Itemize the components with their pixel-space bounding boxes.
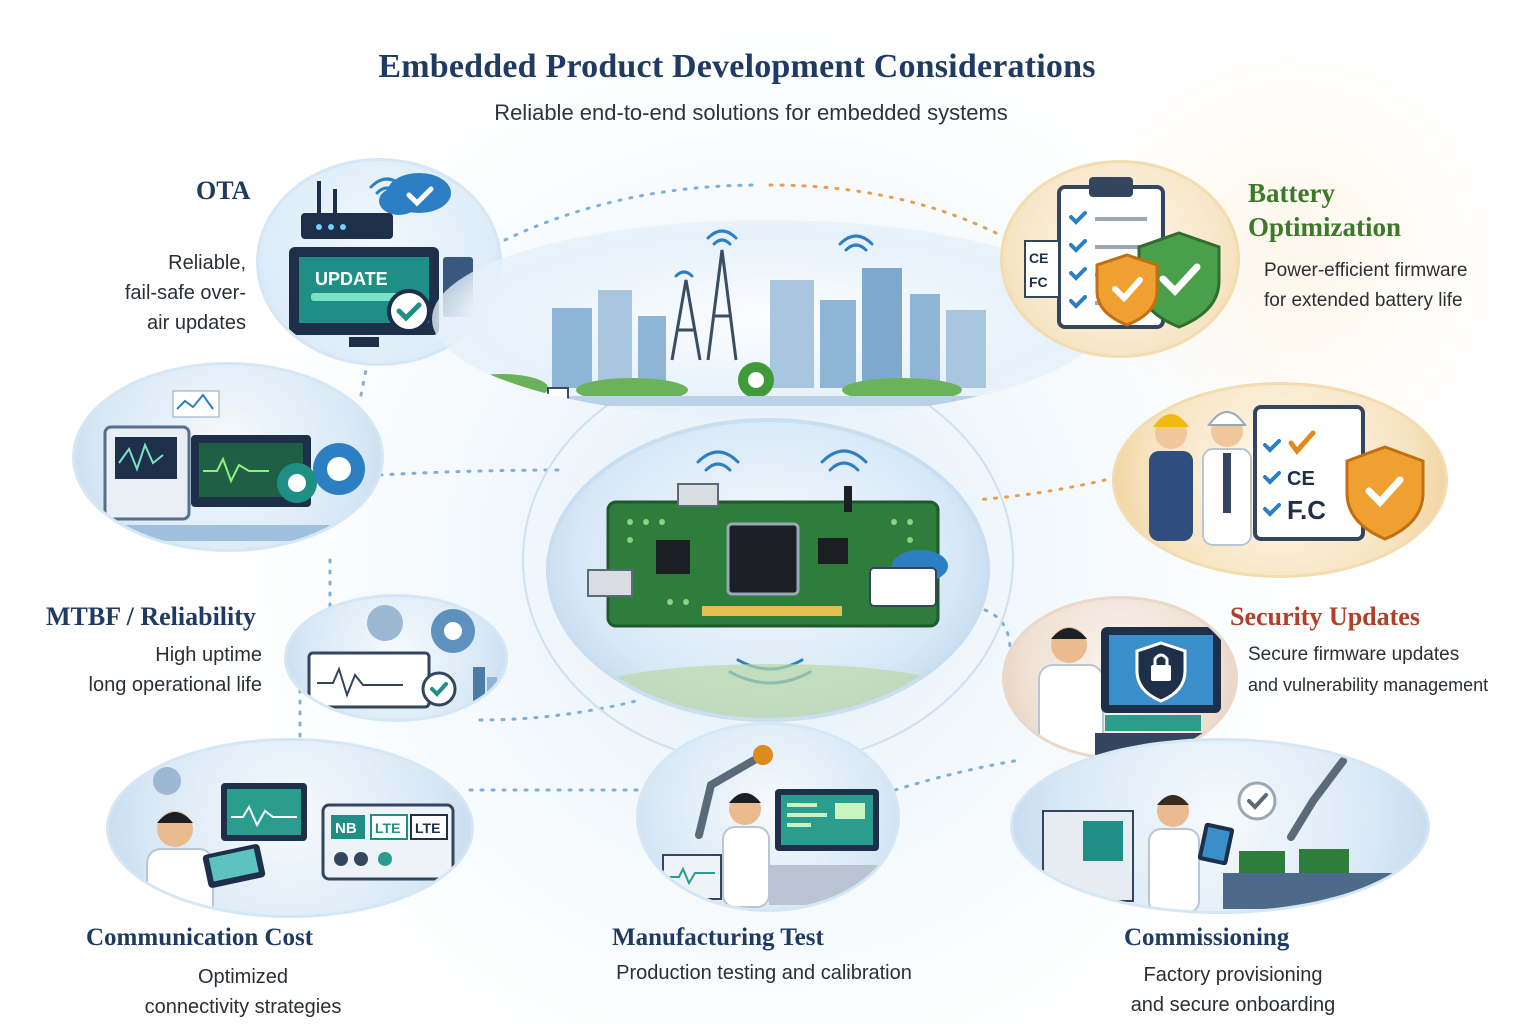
mtbf-title: MTBF / Reliability: [46, 602, 256, 631]
ota-description: Reliable, fail-safe over- air updates: [40, 248, 246, 338]
router-icon: [301, 181, 393, 239]
connector-center-security: [983, 608, 1012, 652]
pcb-illustration: [546, 418, 990, 722]
compliance-marks: CE FC: [1024, 240, 1060, 298]
engineer-icon: [1149, 411, 1252, 546]
monitoring-illustration: [72, 362, 384, 552]
gear-icon: [367, 605, 475, 653]
manufacturing-title: Manufacturing Test: [612, 924, 824, 951]
manufacturing-illustration: [636, 722, 900, 912]
monitor-icon: [775, 789, 879, 851]
gear-icon: [153, 767, 181, 795]
battery-line-1: Power-efficient firmware: [1264, 260, 1468, 281]
cell-tower-icon: [670, 249, 738, 361]
battery-mark-ce: CE: [1029, 250, 1048, 266]
mtbf-illustration: [284, 594, 508, 722]
communication-illustration: NB LTE LTE: [106, 738, 474, 918]
mtbf-description: High uptime long operational life: [40, 640, 262, 700]
connector-mtbf-center-low: [478, 698, 642, 722]
update-screen-text: UPDATE: [315, 269, 388, 289]
battery-illustration: CE FC: [1000, 160, 1240, 358]
battery-title: Battery Optimization: [1248, 176, 1401, 244]
wifi-icon: [674, 229, 874, 278]
robot-arm-icon: [695, 745, 773, 839]
monitor-icon: [221, 783, 307, 841]
engineer-icon: [1038, 627, 1104, 757]
manufacturing-description: Production testing and calibration: [560, 958, 968, 988]
cloud-icon: [869, 550, 948, 607]
battery-description: Power-efficient firmware for extended ba…: [1264, 256, 1526, 316]
commissioning-line-2: and secure onboarding: [1130, 994, 1336, 1016]
connector-mfg-commissioning: [893, 758, 1022, 792]
city-iot-illustration: [432, 220, 1104, 418]
connector-mtbf-center: [378, 468, 562, 477]
commissioning-description: Factory provisioning and secure onboardi…: [1100, 960, 1366, 1020]
communication-title: Communication Cost: [86, 924, 314, 951]
comm-badge-nb: NB: [335, 820, 357, 837]
board-text-fc: F.C: [1287, 495, 1326, 525]
ota-line-3: air updates: [147, 312, 246, 334]
security-description: Secure firmware updates and vulnerabilit…: [1248, 640, 1528, 700]
ota-title: OTA: [196, 176, 251, 205]
mfg-line-1: Production testing and calibration: [616, 962, 912, 984]
page-subtitle: Reliable end-to-end solutions for embedd…: [494, 100, 1008, 125]
board-text-ce: CE: [1287, 468, 1315, 490]
connector-compliance-center: [973, 478, 1107, 502]
lock-icon: [1151, 653, 1171, 681]
commissioning-illustration: [1010, 738, 1430, 914]
security-illustration: [1002, 596, 1238, 760]
checkmark-icon: [1237, 781, 1277, 821]
city-skyline: [552, 268, 986, 388]
security-line-2: and vulnerability management: [1248, 675, 1489, 695]
gear-icon: [738, 362, 774, 398]
server-icon: [103, 425, 191, 521]
network-module: NB LTE LTE: [321, 803, 455, 881]
checkmark-icon: [387, 289, 431, 333]
battery-mark-fc: FC: [1029, 274, 1048, 290]
battery-line-2: for extended battery life: [1264, 290, 1463, 311]
monitor-icon: [307, 651, 431, 709]
battery-title-line-1: Battery: [1248, 178, 1335, 208]
engineer-icon: [1148, 795, 1200, 911]
tablet-icon: [1197, 822, 1235, 866]
machine-rack: [1042, 810, 1134, 902]
compliance-illustration: CE F.C: [1112, 382, 1448, 578]
robot-arm-icon: [1287, 757, 1347, 841]
commissioning-line-1: Factory provisioning: [1143, 964, 1323, 986]
comm-line-1: Optimized: [197, 966, 289, 988]
communication-description: Optimized connectivity strategies: [100, 962, 386, 1022]
shield-icon: [1345, 445, 1425, 541]
tablet-icon: [202, 844, 266, 888]
mtbf-line-2: long operational life: [88, 674, 262, 696]
comm-badge-lte-1: LTE: [375, 820, 400, 836]
mtbf-line-1: High uptime: [155, 644, 262, 666]
chart-icon: [172, 390, 220, 418]
gear-icon: [277, 443, 365, 503]
wifi-icon: [369, 177, 405, 195]
commissioning-title: Commissioning: [1124, 924, 1290, 951]
cloud-icon: [379, 173, 451, 215]
security-line-1: Secure firmware updates: [1248, 644, 1460, 665]
engineer-icon: [722, 793, 770, 908]
pcb-icon: [1239, 849, 1349, 873]
ota-line-2: fail-safe over-: [124, 282, 246, 304]
security-title: Security Updates: [1230, 602, 1420, 631]
checkmark-icon: [421, 671, 457, 707]
comm-line-2: connectivity strategies: [144, 996, 342, 1018]
shield-icon: [1095, 231, 1221, 329]
pcb-icon: [587, 483, 940, 628]
clipboard-icon: CE F.C: [1253, 405, 1365, 541]
ota-line-1: Reliable,: [168, 252, 246, 274]
page-title: Embedded Product Development Considerati…: [378, 48, 1096, 85]
comm-badge-lte-2: LTE: [415, 820, 440, 836]
engineer-icon: [146, 811, 214, 915]
battery-title-line-2: Optimization: [1248, 212, 1401, 242]
